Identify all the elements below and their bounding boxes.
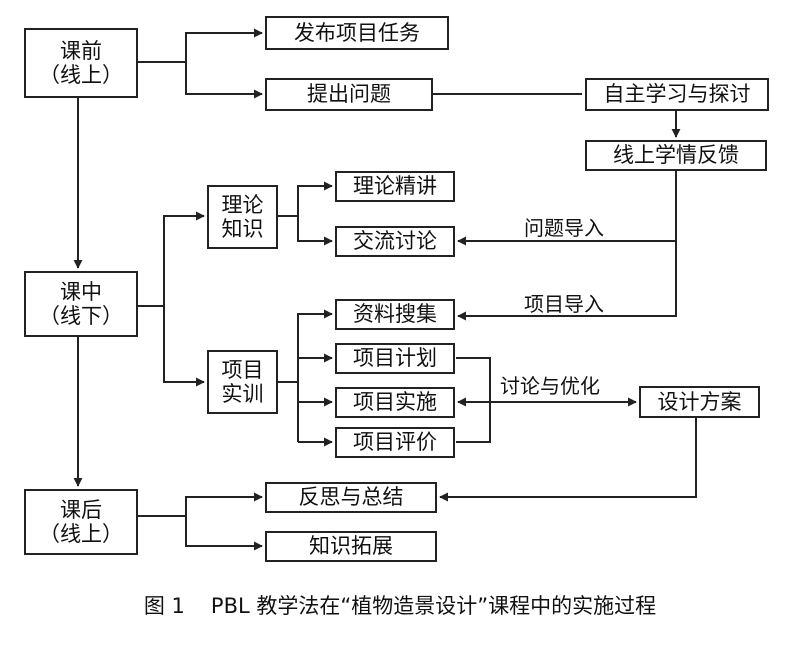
stage-pre-class: 课前 （线上） [24, 28, 138, 98]
node-project-plan: 项目计划 [335, 343, 455, 374]
node-theory-lecture: 理论精讲 [335, 171, 455, 202]
edge-label-project-import: 项目导入 [524, 292, 604, 316]
stage-pre-title: 课前 [60, 38, 102, 63]
node-design-scheme: 设计方案 [639, 386, 760, 418]
stage-post-title: 课后 [60, 497, 102, 522]
stage-in-class: 课中 （线下） [24, 271, 138, 337]
node-reflection: 反思与总结 [265, 482, 437, 513]
edge-label-question-import: 问题导入 [524, 216, 604, 240]
node-discussion: 交流讨论 [335, 226, 455, 257]
theory-knowledge-line1: 理论 [221, 192, 264, 217]
node-data-collection: 资料搜集 [335, 299, 455, 330]
node-theory-knowledge: 理论 知识 [207, 185, 278, 249]
project-training-line2: 实训 [221, 382, 264, 406]
project-training-line1: 项目 [221, 357, 264, 382]
stage-mid-mode: （线下） [39, 304, 123, 328]
node-publish-task: 发布项目任务 [265, 16, 449, 50]
node-project-training: 项目 实训 [207, 350, 278, 414]
stage-pre-mode: （线上） [39, 63, 123, 87]
figure-caption: 图 1 PBL 教学法在“植物造景设计”课程中的实施过程 [0, 590, 800, 620]
node-project-evaluation: 项目评价 [335, 427, 455, 458]
node-project-implementation: 项目实施 [335, 387, 455, 418]
node-knowledge-extension: 知识拓展 [265, 531, 437, 562]
node-raise-question: 提出问题 [265, 78, 433, 111]
stage-post-mode: （线上） [39, 522, 123, 546]
node-online-feedback: 线上学情反馈 [585, 140, 767, 171]
figure-title: PBL 教学法在“植物造景设计”课程中的实施过程 [210, 594, 657, 618]
theory-knowledge-line2: 知识 [221, 217, 264, 241]
figure-number: 图 1 [143, 594, 185, 618]
edge-label-discuss-optimize: 讨论与优化 [500, 374, 600, 398]
stage-post-class: 课后 （线上） [24, 489, 138, 555]
stage-mid-title: 课中 [60, 279, 102, 304]
node-self-study: 自主学习与探讨 [585, 78, 769, 111]
